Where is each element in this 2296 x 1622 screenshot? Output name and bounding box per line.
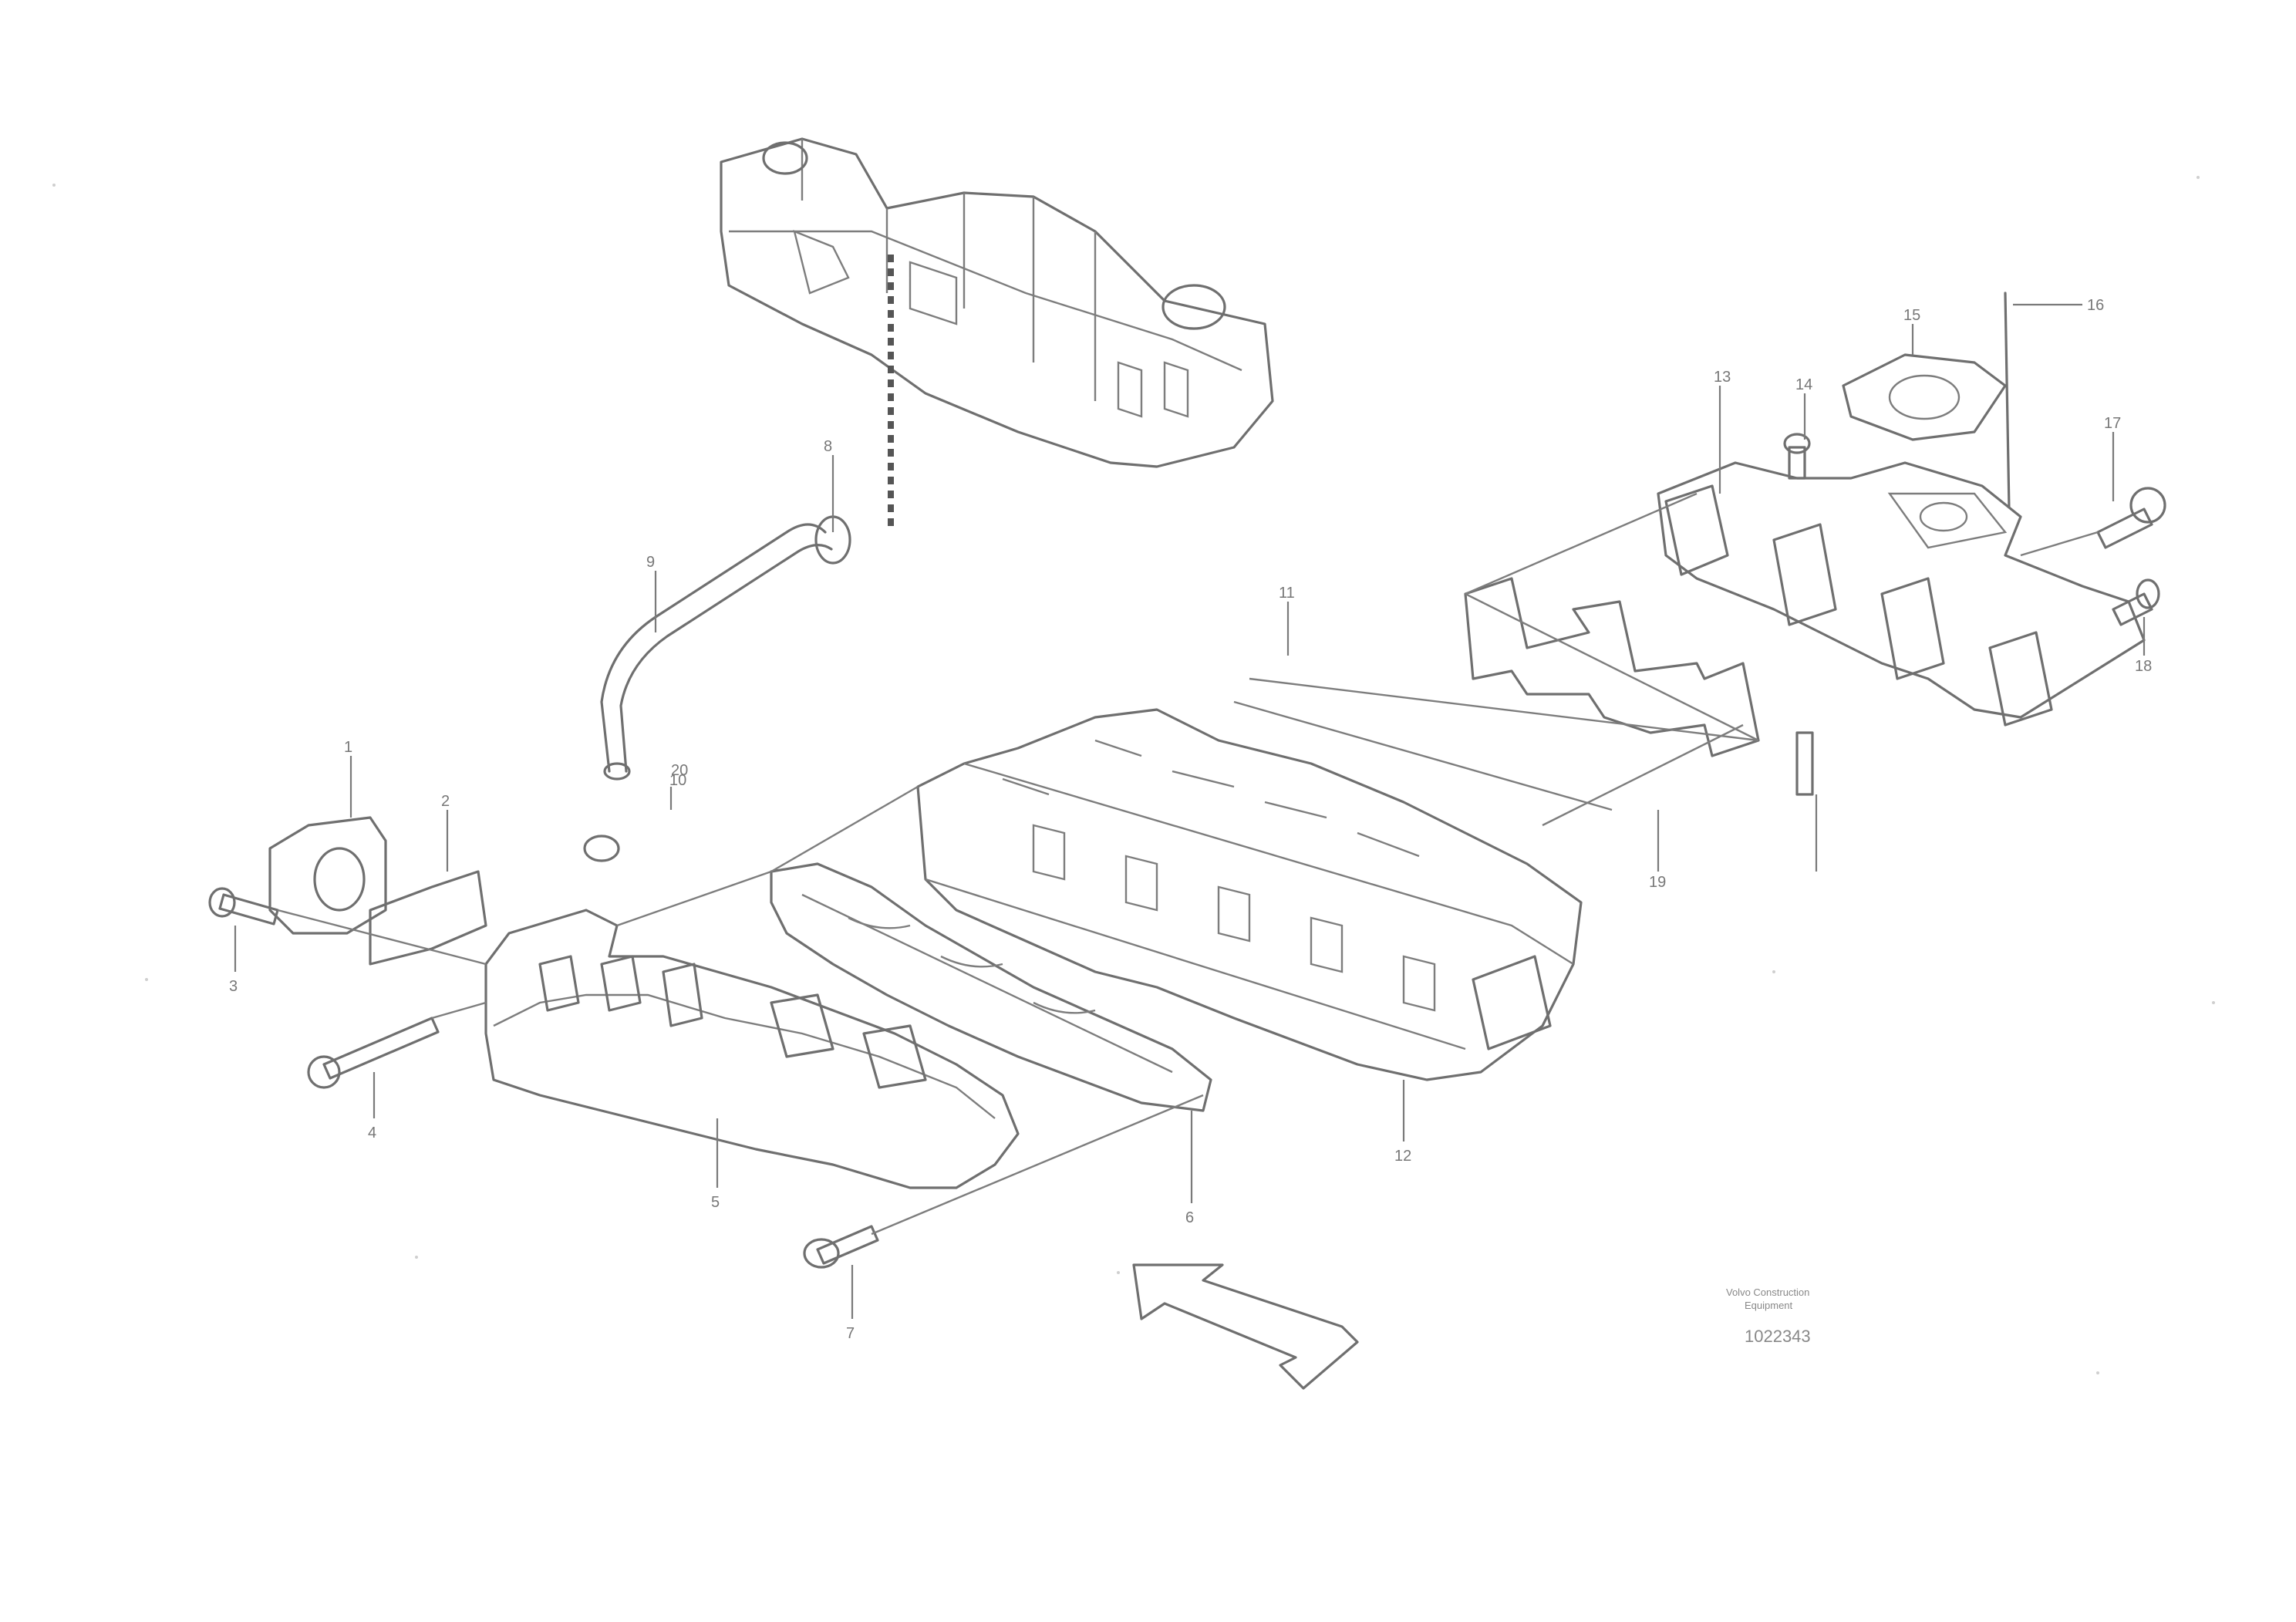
callout-label: 15 (1903, 307, 1920, 324)
callout-label: 18 (2135, 658, 2152, 675)
drawing-id: 1022343 (1745, 1327, 1811, 1346)
flange-bracket (268, 816, 487, 966)
direction-arrow (1132, 1263, 1359, 1390)
callout-label: 4 (368, 1125, 376, 1141)
head-gasket (770, 862, 1212, 1112)
callout-label: 14 (1795, 376, 1812, 393)
callout-label: 2 (441, 793, 450, 810)
intake-manifold (484, 909, 1020, 1189)
callout-label: 8 (824, 438, 832, 455)
stamp-line-1: Volvo Construction (1726, 1286, 1809, 1298)
cylinder-head (916, 708, 1583, 1081)
callout-label: 12 (1394, 1148, 1411, 1165)
callout-label: 9 (646, 554, 655, 571)
callout-label: 5 (711, 1194, 720, 1211)
callout-label: 6 (1185, 1209, 1194, 1226)
callout-label: 7 (846, 1325, 855, 1342)
callout-label: 10 (669, 772, 686, 789)
callout-leaders (234, 303, 2146, 1319)
callout-label: 19 (1649, 874, 1666, 891)
exhaust-manifold (1657, 461, 2146, 727)
flange-gasket (1842, 353, 2007, 441)
scan-marks (52, 176, 2215, 1374)
drawing-stamp: Volvo Construction Equipment 1022343 (1726, 1286, 1811, 1346)
manifold-gasket (1464, 577, 1760, 757)
bolts-left (208, 835, 879, 1269)
stud (2004, 292, 2011, 511)
bent-pipe (600, 515, 851, 781)
callout-label: 11 (1279, 585, 1295, 602)
stamp-line-2: Equipment (1745, 1300, 1793, 1311)
callout-label: 16 (2087, 297, 2104, 314)
exhaust-studs (1783, 433, 2166, 796)
callout-label: 20 (671, 762, 688, 779)
callout-label: 1 (344, 739, 352, 756)
callout-label: 13 (1714, 369, 1731, 386)
callout-label: 3 (229, 978, 238, 995)
callout-label: 17 (2104, 415, 2121, 432)
callout-labels: 1 2 3 4 5 6 7 8 9 10 11 12 13 14 15 16 1… (229, 297, 2152, 1342)
turbo-housing (720, 137, 1274, 468)
